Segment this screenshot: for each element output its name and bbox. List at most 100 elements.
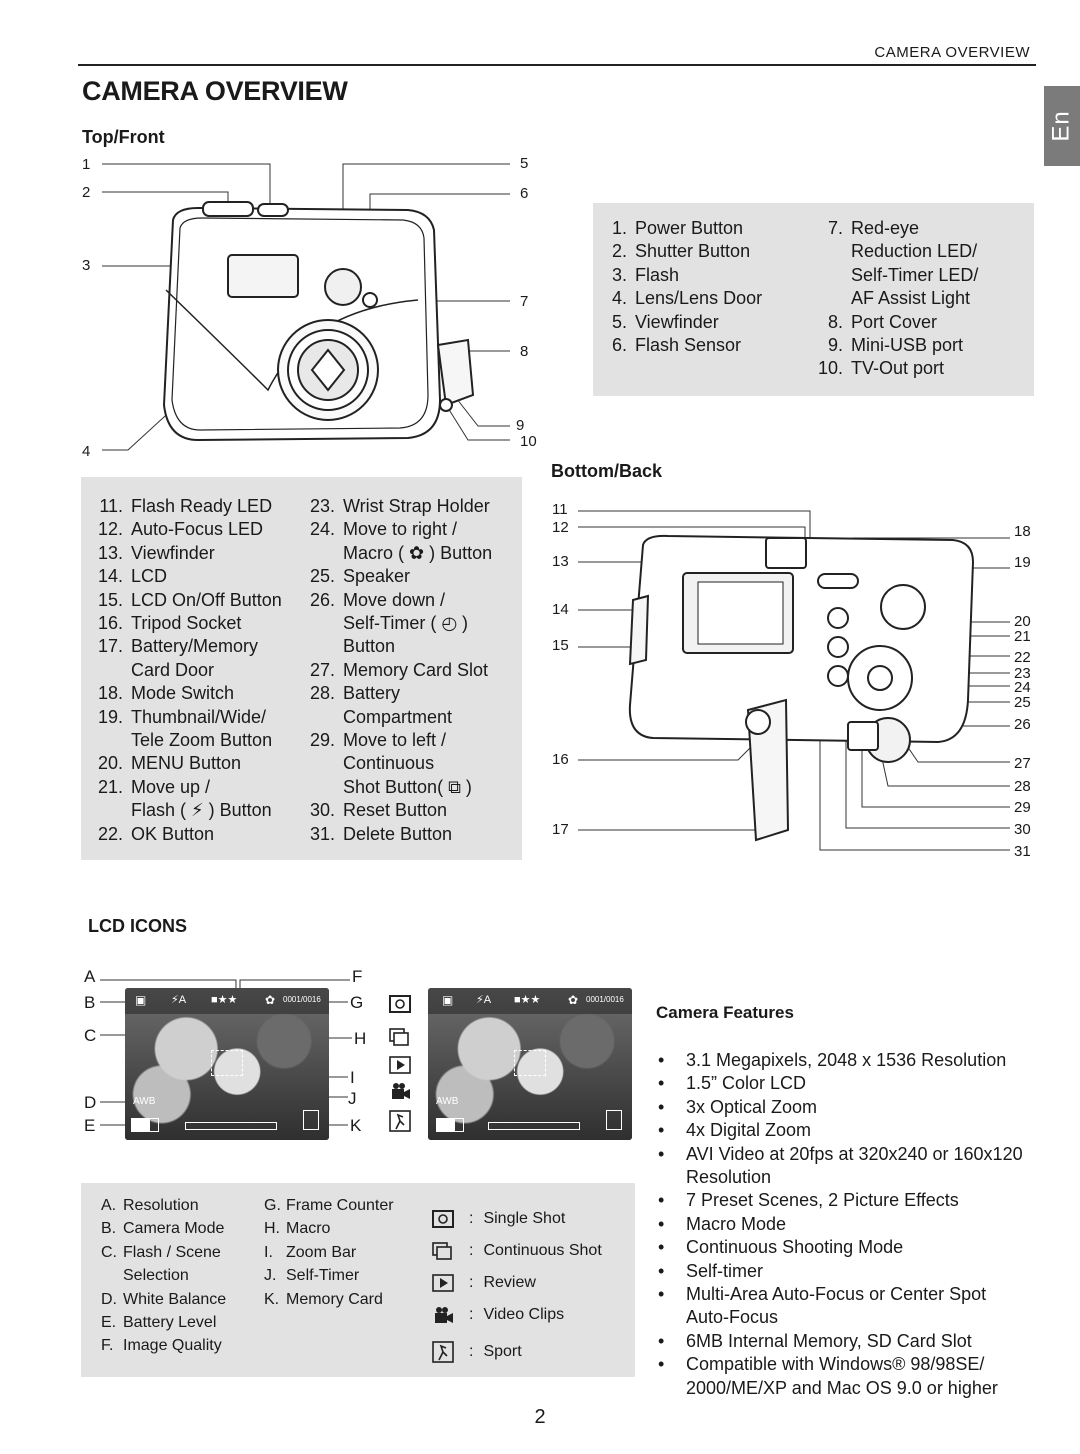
list-item: •Compatible with Windows® 98/98SE/2000/M… <box>658 1354 998 1398</box>
list-item: 8.Port Cover <box>827 311 938 332</box>
lcd-icons-heading: LCD ICONS <box>88 916 187 936</box>
macro-icon: ✿ <box>568 993 579 1007</box>
single-shot-icon <box>389 995 411 1013</box>
features-list: •3.1 Megapixels, 2048 x 1536 Resolution … <box>656 1049 1056 1400</box>
callout-26: 26 <box>1014 716 1031 733</box>
callout-B: B <box>84 993 96 1012</box>
callout-12: 12 <box>552 519 569 536</box>
back-camera-illustration <box>578 510 1010 851</box>
callout-11: 11 <box>552 501 568 518</box>
camera-mode-icon: ▣ <box>442 993 454 1007</box>
callout-H: H <box>354 1029 367 1048</box>
callout-15: 15 <box>552 637 569 654</box>
list-item: 21.Move up /Flash ( ⚡ ) Button <box>97 776 272 821</box>
list-item: G.Frame Counter <box>264 1197 394 1214</box>
callout-27: 27 <box>1014 755 1031 772</box>
lcd-top-bar <box>125 988 329 1014</box>
callout-D: D <box>84 1093 97 1112</box>
list-item: B.Camera Mode <box>101 1220 225 1238</box>
list-item: D.White Balance <box>101 1290 227 1308</box>
memory-card-icon <box>606 1110 622 1130</box>
review-icon <box>389 1056 411 1074</box>
callout-3: 3 <box>82 257 91 274</box>
callout-G: G <box>350 993 364 1012</box>
callout-24: 24 <box>1014 679 1031 696</box>
callout-10: 10 <box>520 433 537 450</box>
frame-counter: 0001/0016 <box>586 995 624 1004</box>
list-item: 1.Power Button <box>611 218 744 238</box>
zoom-bar <box>185 1122 277 1130</box>
header-rule <box>78 64 1036 66</box>
mode-row-continuous-shot: :Continuous Shot <box>431 1235 602 1267</box>
language-tab: En <box>1044 86 1080 166</box>
list-item: 24.Move to right /Macro ( ✿ ) Button <box>309 519 493 563</box>
bottom-back-parts-col1: 11.Flash Ready LED 12.Auto-Focus LED 13.… <box>95 495 307 846</box>
list-item: •Macro Mode <box>658 1213 787 1234</box>
lcd-photo <box>125 988 329 1140</box>
macro-icon: ✿ <box>265 993 276 1007</box>
top-front-parts-box: 1.Power Button 2.Shutter Button 3.Flash … <box>593 203 1034 396</box>
callout-31: 31 <box>1014 843 1031 860</box>
lcd-legend-box: A.Resolution B.Camera Mode C.Flash / Sce… <box>81 1183 635 1377</box>
list-item: 23.Wrist Strap Holder <box>309 496 490 516</box>
continuous-shot-icon <box>432 1242 452 1260</box>
list-item: •4x Digital Zoom <box>658 1120 812 1141</box>
list-item: 15.LCD On/Off Button <box>97 589 282 610</box>
page-number: 2 <box>534 1406 546 1428</box>
list-item: 13.Viewfinder <box>97 542 215 563</box>
lcd-legend-col2: G.Frame Counter H.Macro I.Zoom Bar J.Sel… <box>264 1194 424 1311</box>
list-item: 20.MENU Button <box>97 753 242 774</box>
list-item: 30.Reset Button <box>309 800 448 821</box>
language-tab-label: En <box>1047 110 1075 142</box>
callout-1: 1 <box>82 156 91 173</box>
list-item: 19.Thumbnail/Wide/Tele Zoom Button <box>97 706 273 751</box>
list-item: •AVI Video at 20fps at 320x240 or 160x12… <box>658 1143 1023 1188</box>
resolution-icon: ■★★ <box>514 994 541 1006</box>
callout-23: 23 <box>1014 665 1031 682</box>
sport-icon <box>389 1110 411 1132</box>
callout-K: K <box>350 1116 362 1135</box>
callout-A: A <box>84 967 96 986</box>
lcd-screen-sample: ▣ ⚡A ■★★ ✿ 0001/0016 AWB <box>428 988 632 1140</box>
callout-9: 9 <box>516 417 525 434</box>
callout-14: 14 <box>552 601 569 618</box>
front-camera-illustration <box>102 163 510 451</box>
review-icon <box>432 1274 454 1292</box>
callout-21: 21 <box>1014 628 1031 645</box>
callout-6: 6 <box>520 185 529 202</box>
list-item: 18.Mode Switch <box>97 683 235 704</box>
callout-28: 28 <box>1014 778 1031 795</box>
video-clips-icon <box>435 1307 453 1323</box>
mode-row-sport: :Sport <box>431 1336 602 1368</box>
list-item: •6MB Internal Memory, SD Card Slot <box>658 1330 972 1351</box>
callout-F: F <box>352 967 363 986</box>
bottom-back-parts-col2: 23.Wrist Strap Holder 24.Move to right /… <box>307 495 519 846</box>
lcd-legend-col1: A.Resolution B.Camera Mode C.Flash / Sce… <box>101 1194 261 1358</box>
mode-label: Continuous Shot <box>483 1242 602 1259</box>
list-item: •7 Preset Scenes, 2 Picture Effects <box>658 1190 959 1211</box>
list-item: E.Battery Level <box>101 1314 217 1332</box>
callout-I: I <box>350 1068 355 1087</box>
callout-17: 17 <box>552 821 569 838</box>
list-item: 31.Delete Button <box>309 823 453 844</box>
list-item: 12.Auto-Focus LED <box>97 519 264 540</box>
list-item: 27.Memory Card Slot <box>309 659 489 680</box>
page-title: CAMERA OVERVIEW <box>82 76 348 106</box>
callout-J: J <box>348 1089 357 1108</box>
list-item: A.Resolution <box>101 1197 199 1214</box>
callout-C: C <box>84 1026 97 1045</box>
mode-label: Review <box>483 1274 536 1291</box>
callout-30: 30 <box>1014 821 1031 838</box>
focus-frame <box>211 1050 243 1076</box>
lcd-top-bar <box>428 988 632 1014</box>
top-front-heading: Top/Front <box>82 127 165 147</box>
lcd-photo <box>428 988 632 1140</box>
list-item: 11.Flash Ready LED <box>99 496 273 516</box>
top-front-parts-col1: 1.Power Button 2.Shutter Button 3.Flash … <box>607 217 817 357</box>
list-item: •3.1 Megapixels, 2048 x 1536 Resolution <box>658 1050 1007 1070</box>
